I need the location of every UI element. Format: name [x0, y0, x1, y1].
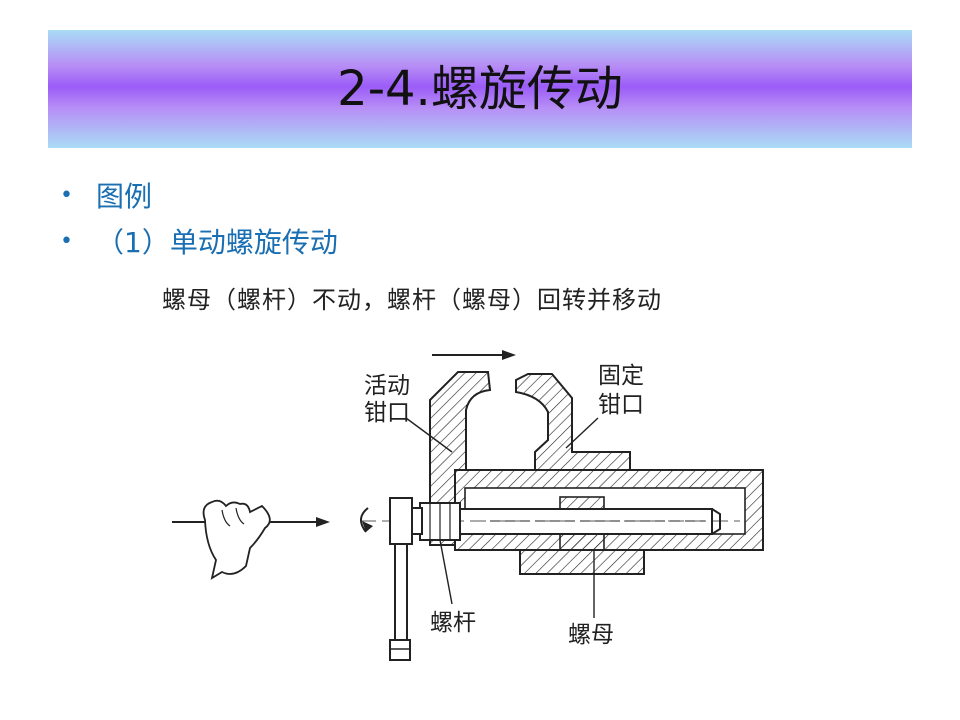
label-screw: 螺杆	[430, 610, 476, 636]
diagram-caption: 螺母（螺杆）不动，螺杆（螺母）回转并移动	[162, 286, 662, 314]
handle	[360, 497, 423, 661]
fixed-jaw	[515, 373, 631, 471]
motion-arrow-icon	[432, 350, 516, 360]
title-bar: 2-4.螺旋传动	[48, 30, 912, 148]
bullet-text: （1）单动螺旋传动	[96, 226, 338, 259]
bullet-list: • 图例 • （1）单动螺旋传动	[60, 172, 338, 264]
leader-lines	[405, 417, 599, 618]
nut	[519, 496, 645, 575]
label-nut: 螺母	[568, 622, 614, 648]
bullet-item: • （1）单动螺旋传动	[60, 218, 338, 264]
slide-title: 2-4.螺旋传动	[337, 61, 623, 117]
right-hand-icon	[172, 499, 330, 580]
label-movable-jaw-line1: 活动	[364, 373, 410, 399]
label-movable-jaw-line2: 钳口	[364, 400, 410, 426]
bullet-text: 图例	[96, 180, 153, 213]
bullet-dot-icon: •	[60, 182, 73, 208]
screw	[360, 502, 740, 541]
label-fixed-jaw-line2: 钳口	[598, 392, 644, 418]
bullet-dot-icon: •	[60, 228, 73, 254]
movable-jaw	[429, 371, 492, 546]
label-fixed-jaw-line1: 固定	[598, 363, 644, 389]
bullet-item: • 图例	[60, 172, 338, 218]
